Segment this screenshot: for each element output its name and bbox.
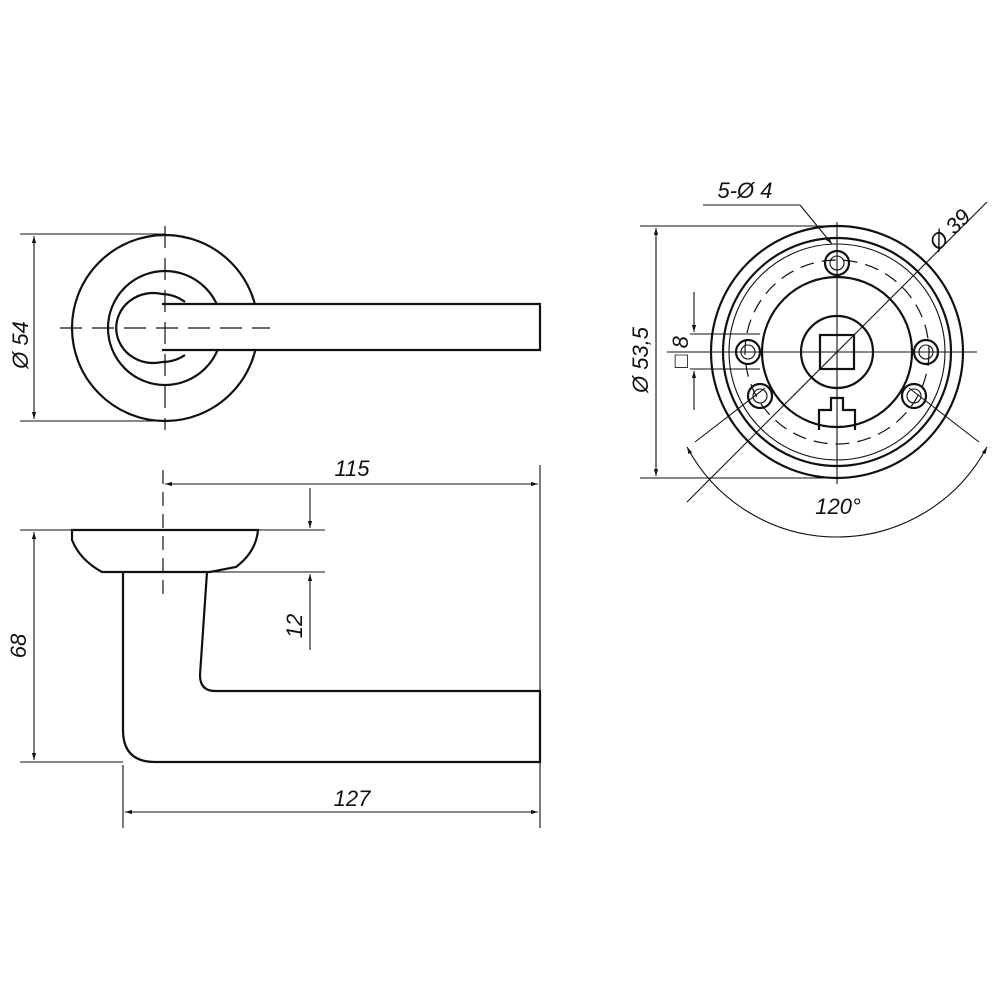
outer-diameter-label: Ø 53,5 bbox=[628, 326, 653, 394]
bolt-circle-label: Ø 39 bbox=[923, 204, 975, 256]
side-view bbox=[20, 465, 542, 828]
rose-diameter-label: Ø 54 bbox=[8, 321, 33, 370]
square-spindle-label: □ 8 bbox=[668, 335, 693, 367]
total-length-label: 127 bbox=[334, 786, 371, 811]
angle-label: 120° bbox=[815, 494, 861, 519]
mounting-holes bbox=[734, 249, 940, 410]
total-height-label: 68 bbox=[6, 633, 31, 658]
holes-label: 5-Ø 4 bbox=[717, 178, 772, 203]
projection-label: 115 bbox=[334, 456, 370, 481]
rose-back-view bbox=[667, 201, 988, 538]
front-view bbox=[20, 226, 542, 430]
rose-height-label: 12 bbox=[282, 614, 307, 638]
